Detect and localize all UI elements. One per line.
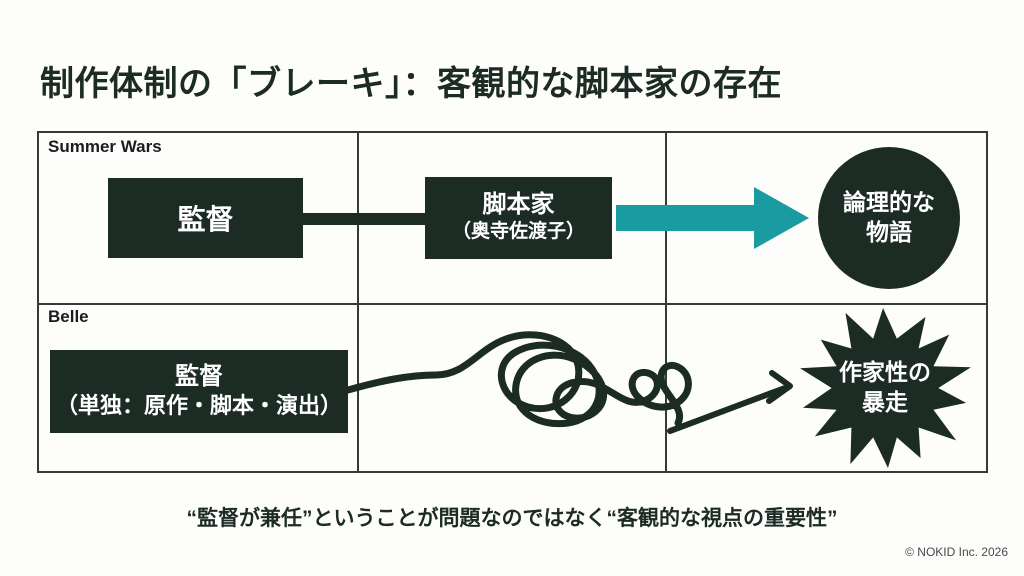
outcome-line2: 物語	[866, 219, 912, 245]
tangled-scribble-icon	[344, 331, 793, 434]
director-box-belle: 監督 （単独：原作・脚本・演出）	[50, 350, 348, 433]
row-label-belle: Belle	[48, 307, 89, 326]
director-writer-connector	[300, 213, 428, 225]
outcome-line1: 論理的な	[843, 189, 935, 216]
outcome-line2: 暴走	[862, 389, 908, 415]
row-label-summer-wars: Summer Wars	[48, 137, 162, 156]
outcome-line1: 作家性の	[839, 359, 931, 386]
table-column-divider	[357, 133, 359, 471]
writer-role: 脚本家	[482, 191, 555, 219]
table-row-divider	[39, 303, 986, 305]
outcome-text: 作家性の 暴走	[795, 304, 975, 472]
starburst-shape	[800, 307, 971, 469]
copyright-notice: © NOKID Inc. 2026	[905, 545, 1008, 559]
outcome-starburst-runaway: 作家性の 暴走	[795, 304, 975, 472]
director-box-summer-wars: 監督	[108, 178, 303, 258]
outcome-circle-logical-story: 論理的な 物語	[818, 147, 960, 289]
right-arrow-icon	[616, 187, 809, 249]
key-message: “監督が兼任”ということが問題なのではなく“客観的な視点の重要性”	[186, 507, 838, 530]
director-roles: （単独：原作・脚本・演出）	[55, 392, 342, 418]
director-label: 監督	[177, 204, 234, 235]
writer-name: （奥寺佐渡子）	[451, 221, 585, 243]
table-column-divider	[665, 133, 667, 471]
page-title: 制作体制の「ブレーキ」：客観的な脚本家の存在	[40, 65, 782, 103]
comparison-table	[37, 131, 988, 473]
writer-box: 脚本家 （奥寺佐渡子）	[425, 177, 612, 259]
curved-arrow-icon	[667, 370, 793, 434]
director-label: 監督	[175, 362, 223, 390]
